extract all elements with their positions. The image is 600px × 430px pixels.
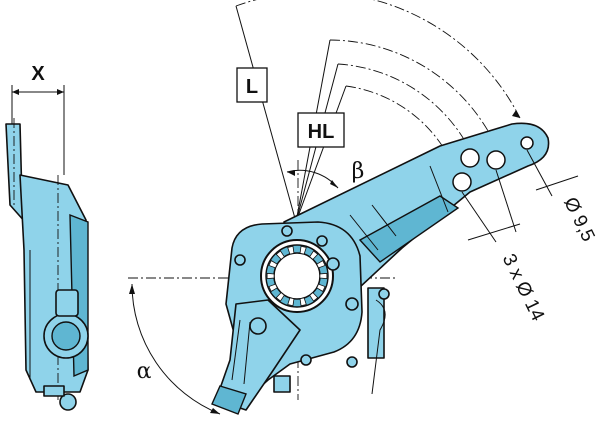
alpha-arc	[131, 283, 221, 415]
lever-arm-shade	[358, 195, 460, 263]
bolt-top-right	[316, 235, 328, 247]
l-radius-line	[235, 5, 297, 223]
alpha-arrow-top	[129, 284, 135, 294]
bolt-lower-right	[345, 297, 359, 311]
lever-rib-1	[349, 214, 379, 251]
hl-label-box	[297, 112, 345, 148]
x-arrow-right	[57, 89, 64, 95]
spline-tooth	[275, 292, 285, 302]
spline-tooth	[287, 297, 295, 307]
x-dimension-label: X	[31, 63, 45, 85]
lower-arm-pivot	[249, 317, 267, 335]
hole-extension-1	[461, 191, 497, 243]
bolt-bottom	[300, 354, 312, 366]
spline-tooth	[316, 283, 326, 292]
end-hole-extension	[526, 149, 553, 197]
lower-arm-tip	[211, 385, 247, 415]
spline-tooth	[319, 272, 328, 280]
l-arc	[235, 0, 521, 119]
spring-clip	[371, 299, 386, 395]
hole-count-diameter-label: 3 x Ø 14	[498, 251, 549, 325]
lever-hole-2	[486, 150, 506, 170]
logo-icon	[51, 321, 81, 351]
alpha-label: α	[137, 359, 152, 384]
spline-tooth	[287, 245, 295, 255]
l-label-box	[236, 67, 268, 103]
hl-radius-line-3	[295, 85, 347, 223]
spline-tooth	[268, 283, 278, 292]
spline-tooth	[299, 297, 307, 307]
hole-dimension-line	[467, 223, 521, 241]
bolt-right	[326, 257, 340, 271]
lever-rib-2	[371, 204, 397, 237]
alpha-arrow-bottom	[210, 408, 220, 414]
bolt-top	[281, 225, 293, 237]
lever-hole-1	[460, 148, 480, 168]
lower-arm	[215, 299, 301, 411]
side-bottom-bolt	[59, 393, 77, 411]
hub-bore	[273, 252, 321, 300]
side-bottom-tab	[43, 385, 65, 397]
lower-arm-slot-1	[231, 319, 241, 381]
lever-hole-3	[452, 172, 472, 192]
beta-arrow-left	[287, 170, 295, 176]
lever-rib-3	[429, 165, 449, 213]
spline-tooth	[309, 250, 319, 260]
bolt-bottom-right	[346, 356, 358, 368]
spline-tooth	[268, 260, 278, 269]
l-label: L	[246, 76, 258, 98]
lever-end-hole	[520, 136, 534, 150]
spline-tooth	[316, 260, 326, 269]
hl-arc-1	[329, 39, 493, 139]
x-arrow-left	[12, 89, 19, 95]
spline-tooth	[299, 245, 307, 255]
beta-arrow-right	[330, 180, 338, 188]
lower-arm-slot-2	[243, 321, 251, 385]
fitting-bolt	[378, 288, 390, 300]
bottom-nut	[273, 375, 291, 393]
spline-tooth	[309, 292, 319, 302]
end-hole-diameter-label: Ø 9,5	[559, 194, 598, 245]
end-hole-dimension-line	[535, 175, 579, 191]
hl-label: HL	[308, 121, 335, 143]
side-view: X	[5, 63, 89, 411]
l-arc-arrow	[512, 110, 520, 118]
hub-splines	[266, 245, 328, 307]
hole-extension-2	[495, 169, 517, 233]
bolt-left	[234, 254, 246, 266]
spline-tooth	[266, 272, 275, 280]
hl-arc-2	[337, 63, 471, 151]
side-boss	[55, 289, 79, 317]
spline-tooth	[275, 250, 285, 260]
front-view: L HL β 3 x Ø 14 Ø 9,5	[128, 0, 599, 415]
beta-label: β	[352, 159, 365, 184]
